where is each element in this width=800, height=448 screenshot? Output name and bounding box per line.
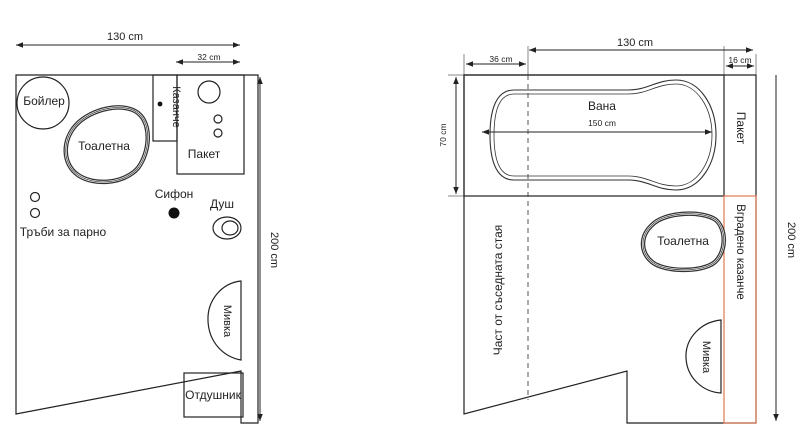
left-toilet: Тоалетна [63, 105, 150, 185]
boiler-circle [16, 76, 70, 130]
left-plan: 130 cm 32 cm 200 cm Бойлер Тоалетна Каза… [15, 31, 280, 424]
right-width-dimension-label: 130 cm [617, 37, 653, 49]
bathtub [489, 79, 717, 191]
builtin-tank-label: Вградено казанче [734, 204, 746, 300]
package-pipe-small-1 [213, 114, 223, 124]
right-plan: 130 cm 36 cm 16 cm 70 cm 200 cm Вана 150… [438, 37, 797, 424]
shower-drain-outer [212, 216, 242, 240]
right-right-offset-dimension-label: 16 cm [728, 55, 751, 65]
heating-pipe-1 [29, 191, 41, 203]
left-width-dimension-label: 130 cm [107, 31, 143, 43]
tank-label: Казанче [170, 86, 182, 128]
left-height-dimension-label: 200 cm [268, 232, 280, 268]
package-pipe-small-2 [213, 128, 223, 138]
heating-pipe-2 [29, 207, 41, 219]
heating-pipes-label: Тръби за парно [20, 225, 107, 239]
right-toilet-label: Тоалетна [657, 234, 709, 248]
siphon-label: Сифон [155, 187, 194, 201]
right-height-dimension-label: 200 cm [785, 222, 797, 258]
shower-label: Душ [210, 197, 234, 211]
package-label: Пакет [188, 147, 221, 161]
bathtub-label: Вана [588, 99, 616, 113]
builtin-tank-box [723, 195, 757, 424]
left-package-width-dimension-label: 32 cm [197, 52, 220, 62]
left-sink-outline [207, 280, 242, 361]
shower-drain-inner [221, 220, 239, 236]
right-sink-label: Мивка [700, 341, 712, 374]
right-left-offset-dimension-label: 36 cm [489, 54, 512, 64]
boiler-label: Бойлер [23, 94, 65, 108]
adjacent-room-label: Част от съседната стая [491, 225, 505, 356]
right-toilet: Тоалетна [640, 211, 726, 273]
left-sink-label: Мивка [221, 305, 233, 338]
left-toilet-label: Тоалетна [78, 139, 130, 153]
siphon-dot [168, 207, 180, 219]
left-room-outline [15, 74, 259, 424]
vent-box [183, 372, 244, 418]
bathtub-enclosure [463, 74, 725, 197]
right-sink-outline [685, 319, 722, 394]
right-tub-depth-dimension-label: 70 cm [438, 123, 448, 146]
package-pipe-large [197, 80, 221, 104]
right-tub-length-dimension-label: 150 cm [588, 118, 616, 128]
vent-label: Отдушник [185, 388, 241, 402]
right-package-label: Пакет [734, 112, 748, 145]
tank-outlet-dot [157, 101, 163, 107]
package-box [176, 74, 245, 175]
